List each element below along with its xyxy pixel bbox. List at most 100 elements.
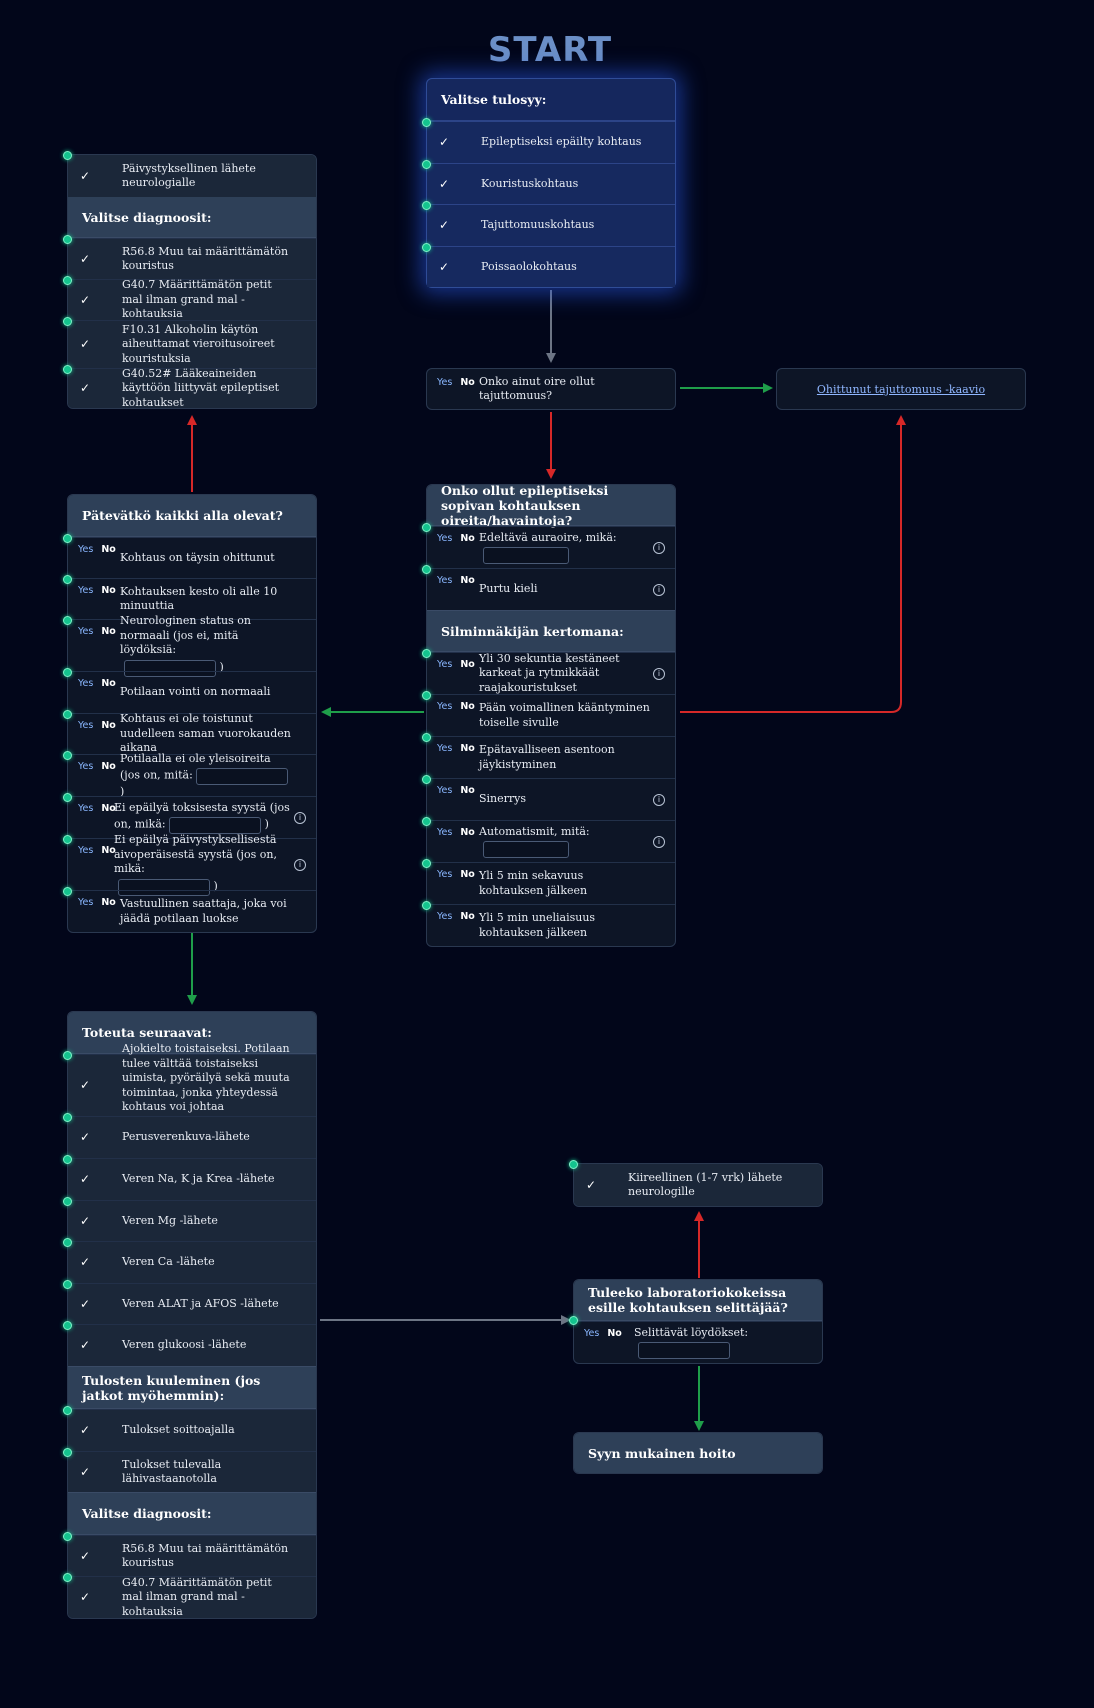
- info-icon[interactable]: i: [294, 858, 306, 871]
- results-item[interactable]: ✓Tulokset tulevalla lähivastaanotolla: [63, 1448, 316, 1492]
- action-item[interactable]: ✓Veren Mg -lähete: [63, 1197, 316, 1241]
- connector-dot: [422, 649, 431, 658]
- diagnosis-item[interactable]: ✓R56.8 Muu tai määrittämätön kouristus: [63, 235, 316, 279]
- check-icon: ✓: [80, 1296, 91, 1311]
- info-icon[interactable]: i: [653, 793, 665, 806]
- connector-dot: [63, 534, 72, 543]
- start-item[interactable]: ✓Kouristuskohtaus: [422, 159, 675, 204]
- start-item[interactable]: ✓Epileptiseksi epäilty kohtaus: [422, 118, 675, 163]
- diagnosis-item[interactable]: ✓G40.7 Määrittämätön petit mal ilman gra…: [63, 1573, 316, 1618]
- connector-dot: [422, 775, 431, 784]
- connector-dot: [63, 1197, 72, 1206]
- automatism-input[interactable]: [483, 841, 569, 859]
- actions-header: Toteuta seuraavat:: [68, 1012, 316, 1054]
- connector-dot: [569, 1160, 578, 1169]
- diagnosis-item[interactable]: ✓G40.7 Määrittämätön petit mal ilman gra…: [63, 276, 316, 320]
- info-icon[interactable]: i: [653, 583, 665, 596]
- connector-dot: [63, 1573, 72, 1582]
- connector-dot: [63, 887, 72, 896]
- general-symptoms-input[interactable]: [196, 768, 289, 785]
- connector-dot: [569, 1316, 578, 1325]
- witness-header: Silminnäkijän kertomana:: [427, 610, 675, 652]
- start-item[interactable]: ✓Tajuttomuuskohtaus: [422, 201, 675, 246]
- action-item[interactable]: ✓Perusverenkuva-lähete: [63, 1113, 316, 1158]
- info-icon[interactable]: i: [653, 835, 665, 848]
- diagnosis-item[interactable]: ✓F10.31 Alkoholin käytön aiheuttamat vie…: [63, 317, 316, 368]
- action-item[interactable]: ✓Veren Ca -lähete: [63, 1238, 316, 1283]
- connector-dot: [63, 616, 72, 625]
- action-item[interactable]: ✓Veren glukoosi -lähete: [63, 1321, 316, 1366]
- check-icon: ✓: [80, 168, 91, 183]
- connector-dot: [63, 1280, 72, 1289]
- check-icon: ✓: [80, 1078, 91, 1093]
- connector-dot: [422, 691, 431, 700]
- results-item[interactable]: ✓Tulokset soittoajalla: [63, 1406, 316, 1451]
- urgent-referral-box: ✓Kiireellinen (1-7 vrk) lähete neurologi…: [569, 1160, 823, 1207]
- diagnosis-item[interactable]: ✓G40.52# Lääkeaineiden käyttöön liittyvä…: [63, 365, 316, 409]
- aura-input[interactable]: [483, 547, 569, 565]
- connector-dot: [63, 751, 72, 760]
- info-icon[interactable]: i: [294, 811, 306, 824]
- urgent-referral-item[interactable]: ✓Kiireellinen (1-7 vrk) lähete neurologi…: [569, 1160, 822, 1206]
- check-icon: ✓: [80, 1130, 91, 1145]
- info-icon[interactable]: i: [653, 541, 665, 554]
- check-icon: ✓: [80, 1338, 91, 1353]
- connector-dot: [422, 817, 431, 826]
- diagnosis-item[interactable]: ✓R56.8 Muu tai määrittämätön kouristus: [63, 1532, 316, 1576]
- lab-findings-input[interactable]: [638, 1342, 730, 1360]
- toxic-cause-input[interactable]: [169, 817, 262, 835]
- referral-item[interactable]: ✓Päivystyksellinen lähete neurologialle: [63, 151, 316, 197]
- connector-dot: [422, 901, 431, 910]
- passed-unconsciousness-link[interactable]: Ohittunut tajuttomuus -kaavio: [816, 382, 986, 396]
- question-epileptic-box: Onko ollut epileptiseksi sopivan kohtauk…: [422, 483, 676, 947]
- connector-dot: [63, 1448, 72, 1457]
- action-item[interactable]: ✓Ajokielto toistaiseksi. Potilaan tulee …: [63, 1042, 316, 1128]
- action-item[interactable]: ✓Veren Na, K ja Krea -lähete: [63, 1155, 316, 1200]
- action-item[interactable]: ✓Veren ALAT ja AFOS -lähete: [63, 1280, 316, 1324]
- connector-dot: [422, 242, 431, 252]
- info-icon[interactable]: i: [653, 667, 665, 680]
- check-icon: ✓: [439, 135, 450, 149]
- start-item[interactable]: ✓Poissaolokohtaus: [422, 242, 675, 287]
